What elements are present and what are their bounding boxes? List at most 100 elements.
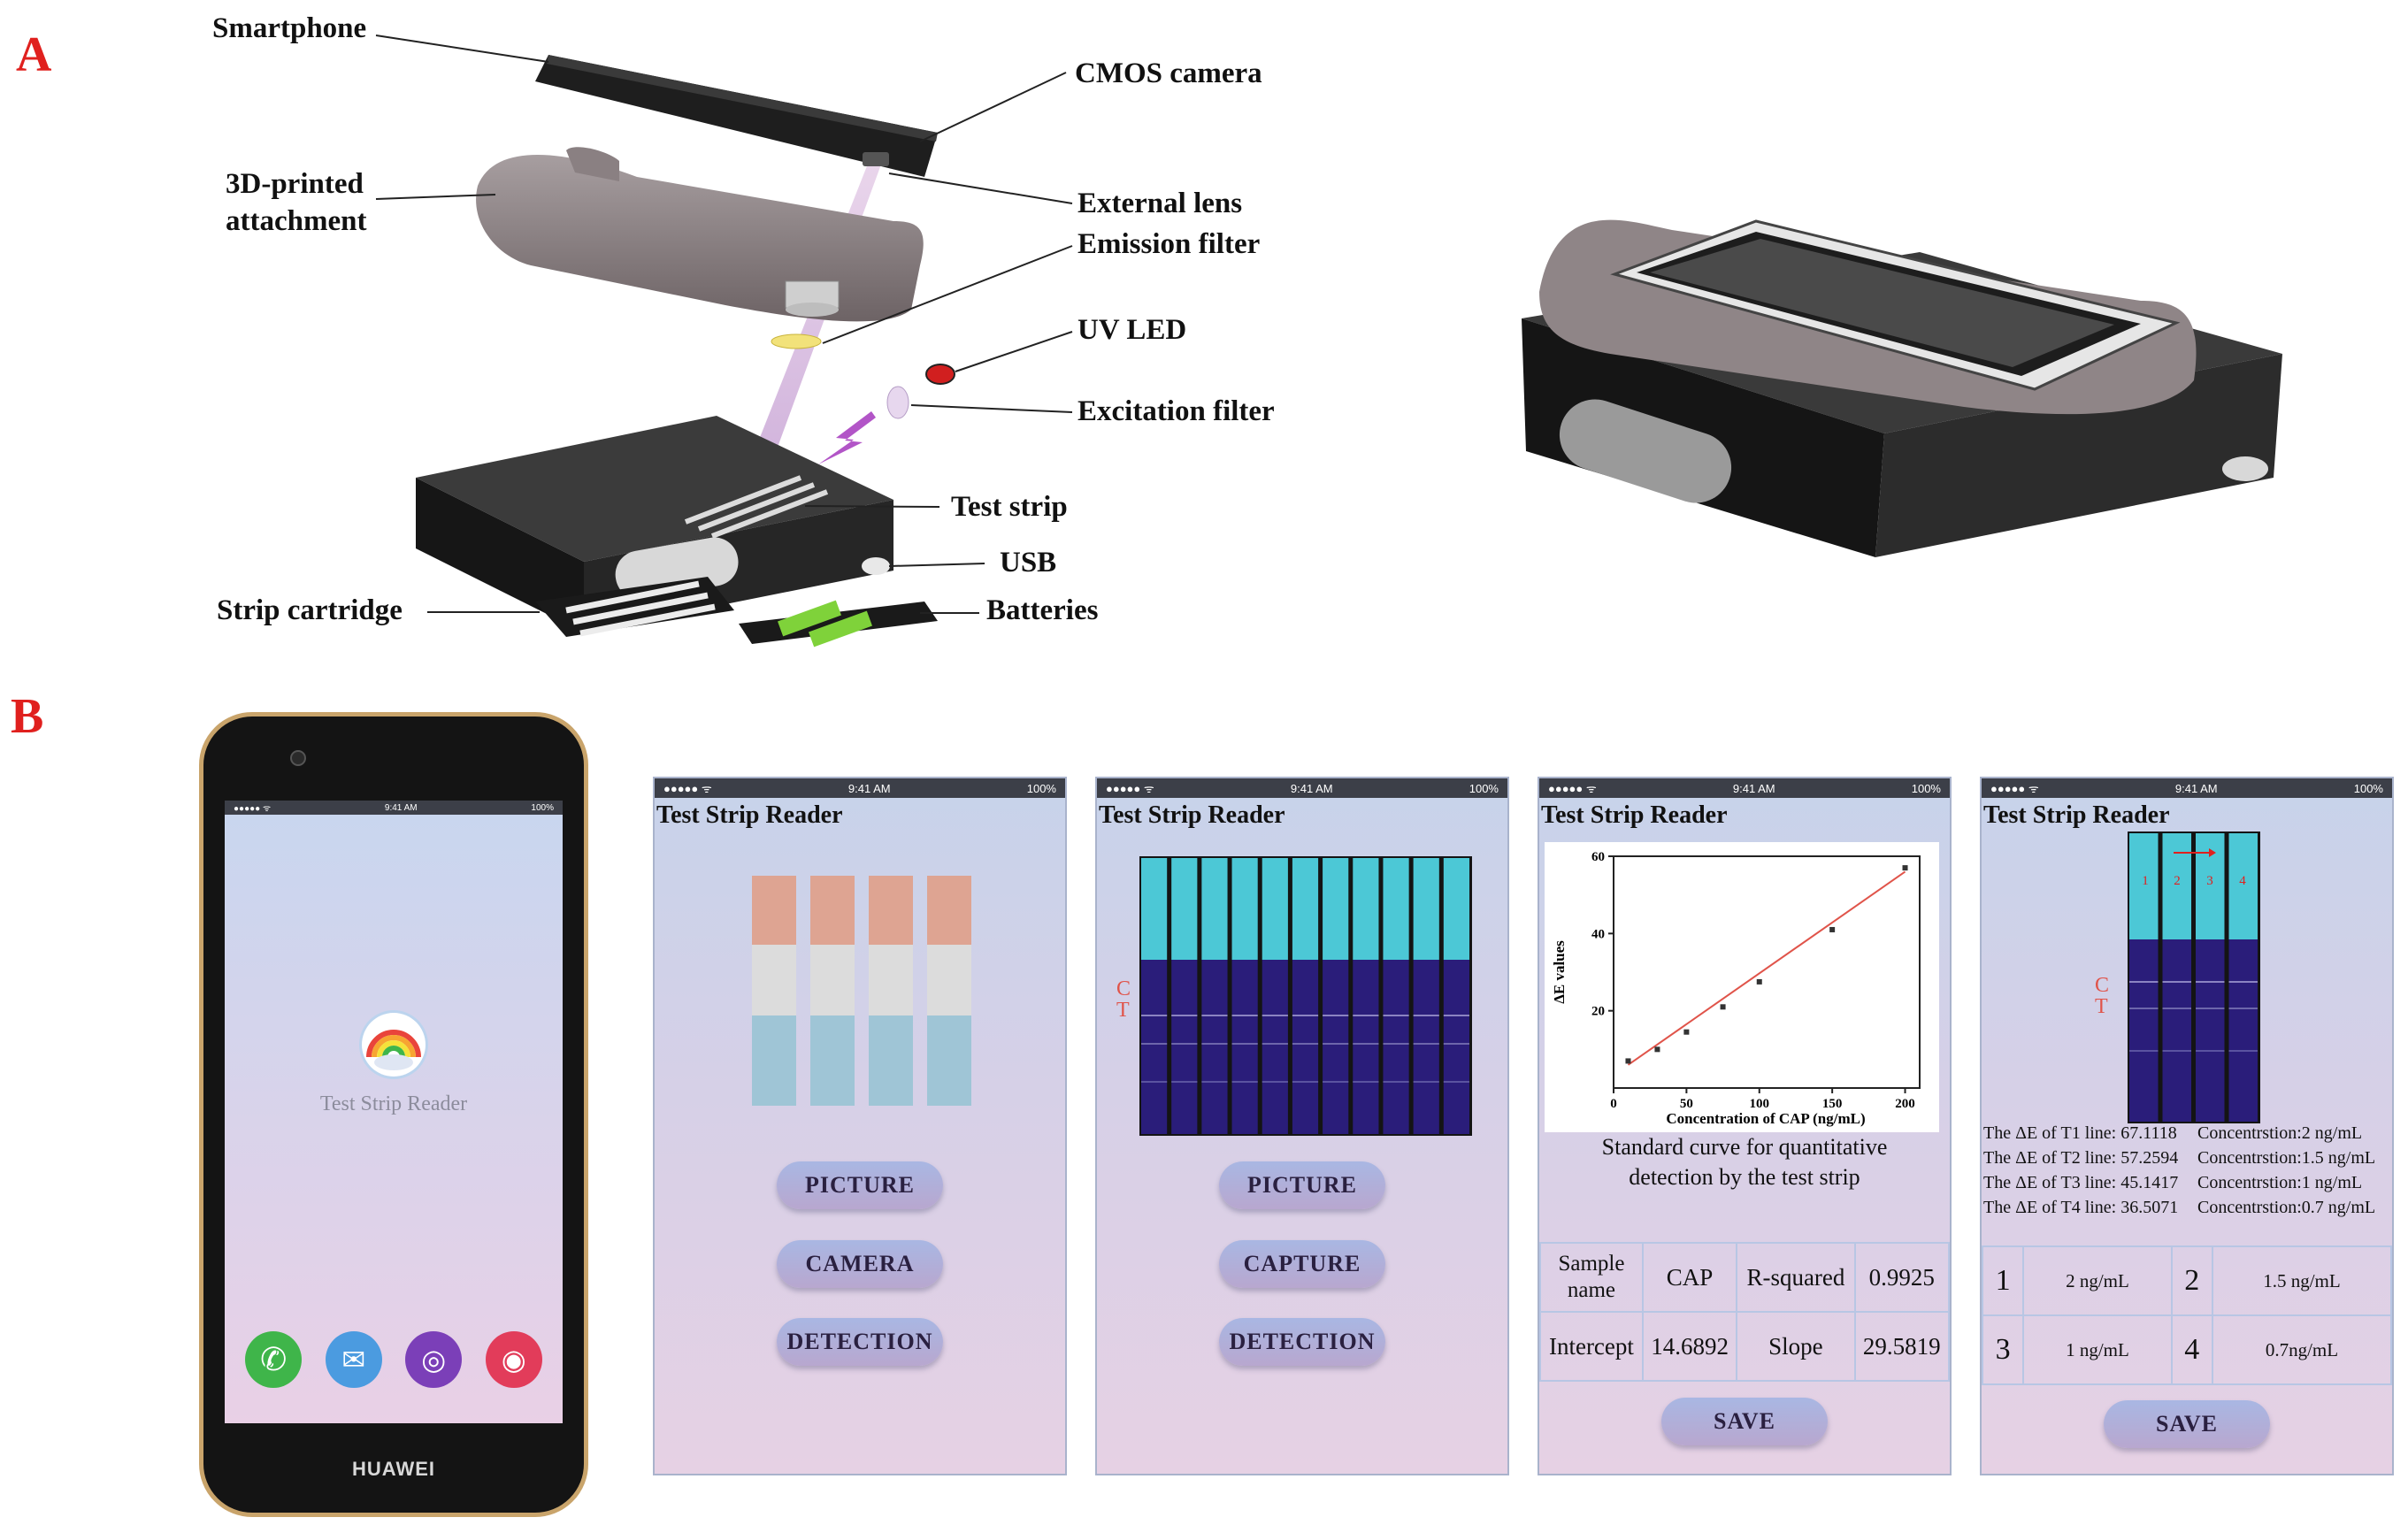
save-button[interactable]: SAVE [2104, 1400, 2270, 1448]
y-tick-label: 60 [1591, 850, 1605, 864]
strip-number: 3 [2206, 874, 2213, 888]
strip-concentration-1: 2 ng/mL [2022, 1245, 2173, 1316]
strip-concentration-3: 1 ng/mL [2022, 1314, 2173, 1385]
strip-membrane [1413, 960, 1439, 1134]
strip-sample-pad [1383, 858, 1409, 960]
strip-sample-pad [1231, 858, 1258, 960]
phone-call-icon[interactable]: ✆ [245, 1331, 303, 1388]
x-tick-label: 150 [1822, 1097, 1843, 1111]
strip-sample-pad [2129, 833, 2159, 939]
reader-box-top [416, 416, 893, 562]
x-axis-label: Concentration of CAP (ng/mL) [1666, 1110, 1865, 1127]
concentration-t1: Concentrstion:2 ng/mL [2197, 1123, 2363, 1143]
data-point [1625, 1058, 1631, 1064]
label-strip-cartridge: Strip cartridge [217, 594, 403, 626]
delta-e-t2: The ΔE of T2 line: 57.2594 [1983, 1148, 2179, 1168]
rainbow-app-icon[interactable] [362, 1013, 426, 1077]
app-title: Test Strip Reader [1541, 801, 1728, 829]
control-line-label: C [2095, 974, 2110, 997]
label-test-strip: Test strip [951, 491, 1068, 523]
strip-membrane [2129, 939, 2159, 1122]
caption-line-1: Standard curve for quantitative [1601, 1134, 1888, 1160]
picture-button[interactable]: PICTURE [777, 1161, 943, 1209]
strip-membrane [1292, 960, 1319, 1134]
slope-value: 29.5819 [1853, 1311, 1951, 1382]
x-tick-label: 50 [1680, 1097, 1693, 1111]
uv-led-shape [925, 364, 955, 385]
strip-index-3: 3 [1981, 1314, 2025, 1385]
strip-number: 1 [2142, 874, 2149, 888]
strip-sample-pad [1292, 858, 1319, 960]
dock: ✆ ✉ ◎ ◉ [234, 1331, 554, 1388]
label-excitation-filter: Excitation filter [1077, 395, 1275, 427]
strip-concentration-4: 0.7ng/mL [2211, 1314, 2393, 1385]
strip-concentration-2: 1.5 ng/mL [2211, 1245, 2393, 1316]
delta-e-t3: The ΔE of T3 line: 45.1417 [1983, 1173, 2179, 1192]
detection-button[interactable]: DETECTION [777, 1318, 943, 1366]
label-emission-filter: Emission filter [1077, 228, 1261, 260]
delta-e-t1: The ΔE of T1 line: 67.1118 [1983, 1123, 2177, 1143]
browser-icon[interactable]: ◎ [405, 1331, 463, 1388]
plot-frame [1613, 855, 1921, 1089]
strip-sample-pad [1262, 858, 1288, 960]
picture-button[interactable]: PICTURE [1219, 1161, 1385, 1209]
y-tick-label: 20 [1591, 1005, 1605, 1019]
battery-2 [809, 610, 872, 648]
battery-1 [778, 600, 841, 637]
r-squared-label: R-squared [1736, 1242, 1856, 1313]
message-icon[interactable]: ✉ [325, 1331, 382, 1388]
detection-button[interactable]: DETECTION [1219, 1318, 1385, 1366]
delta-e-t4: The ΔE of T4 line: 36.5071 [1983, 1198, 2179, 1217]
reader-box-front [416, 478, 584, 632]
sample-name-value: CAP [1641, 1242, 1738, 1313]
data-point [1683, 1029, 1690, 1035]
capture-button[interactable]: CAPTURE [1219, 1240, 1385, 1288]
strip-membrane [1141, 960, 1168, 1134]
strip-membrane [1201, 960, 1228, 1134]
strip-index-2: 2 [2170, 1245, 2213, 1316]
caption-line-2: detection by the test strip [1629, 1164, 1860, 1190]
control-line-label: C [1116, 977, 1131, 1000]
strip-sample-pad [1443, 858, 1469, 960]
scan-arrow-head [2209, 848, 2216, 857]
y-tick-label: 40 [1591, 927, 1605, 941]
slope-label: Slope [1736, 1311, 1856, 1382]
save-button[interactable]: SAVE [1661, 1398, 1828, 1445]
strip-membrane [1323, 960, 1349, 1134]
strip-sample-pad [2228, 833, 2258, 939]
smartphone-shape [535, 55, 938, 177]
strip-index-4: 4 [2170, 1314, 2213, 1385]
strip-membrane [2162, 939, 2191, 1122]
uv-bolt [818, 411, 876, 464]
strip-membrane [1353, 960, 1379, 1134]
camera-button[interactable]: CAMERA [777, 1240, 943, 1288]
captured-strips-image [1139, 856, 1472, 1136]
usb-port [862, 557, 890, 575]
label-external-lens: External lens [1077, 188, 1243, 219]
strip-index-1: 1 [1981, 1245, 2025, 1316]
x-tick-label: 200 [1895, 1097, 1915, 1111]
camera-app-icon[interactable]: ◉ [485, 1331, 542, 1388]
fit-line [1627, 870, 1906, 1066]
test-line-label: T [1116, 999, 1130, 1022]
strip-number: 2 [2174, 874, 2181, 888]
excitation-filter-shape [886, 386, 909, 419]
label-attachment-line1: 3D-printed [226, 168, 364, 200]
data-point [1829, 926, 1836, 932]
strip-sample-pad [1323, 858, 1349, 960]
test-strip-shape [684, 475, 829, 539]
strip-membrane [1231, 960, 1258, 1134]
data-point [1756, 978, 1762, 985]
label-usb: USB [1000, 547, 1057, 579]
app-title: Test Strip Reader [1099, 801, 1285, 829]
panel-label-b: B [11, 689, 44, 744]
